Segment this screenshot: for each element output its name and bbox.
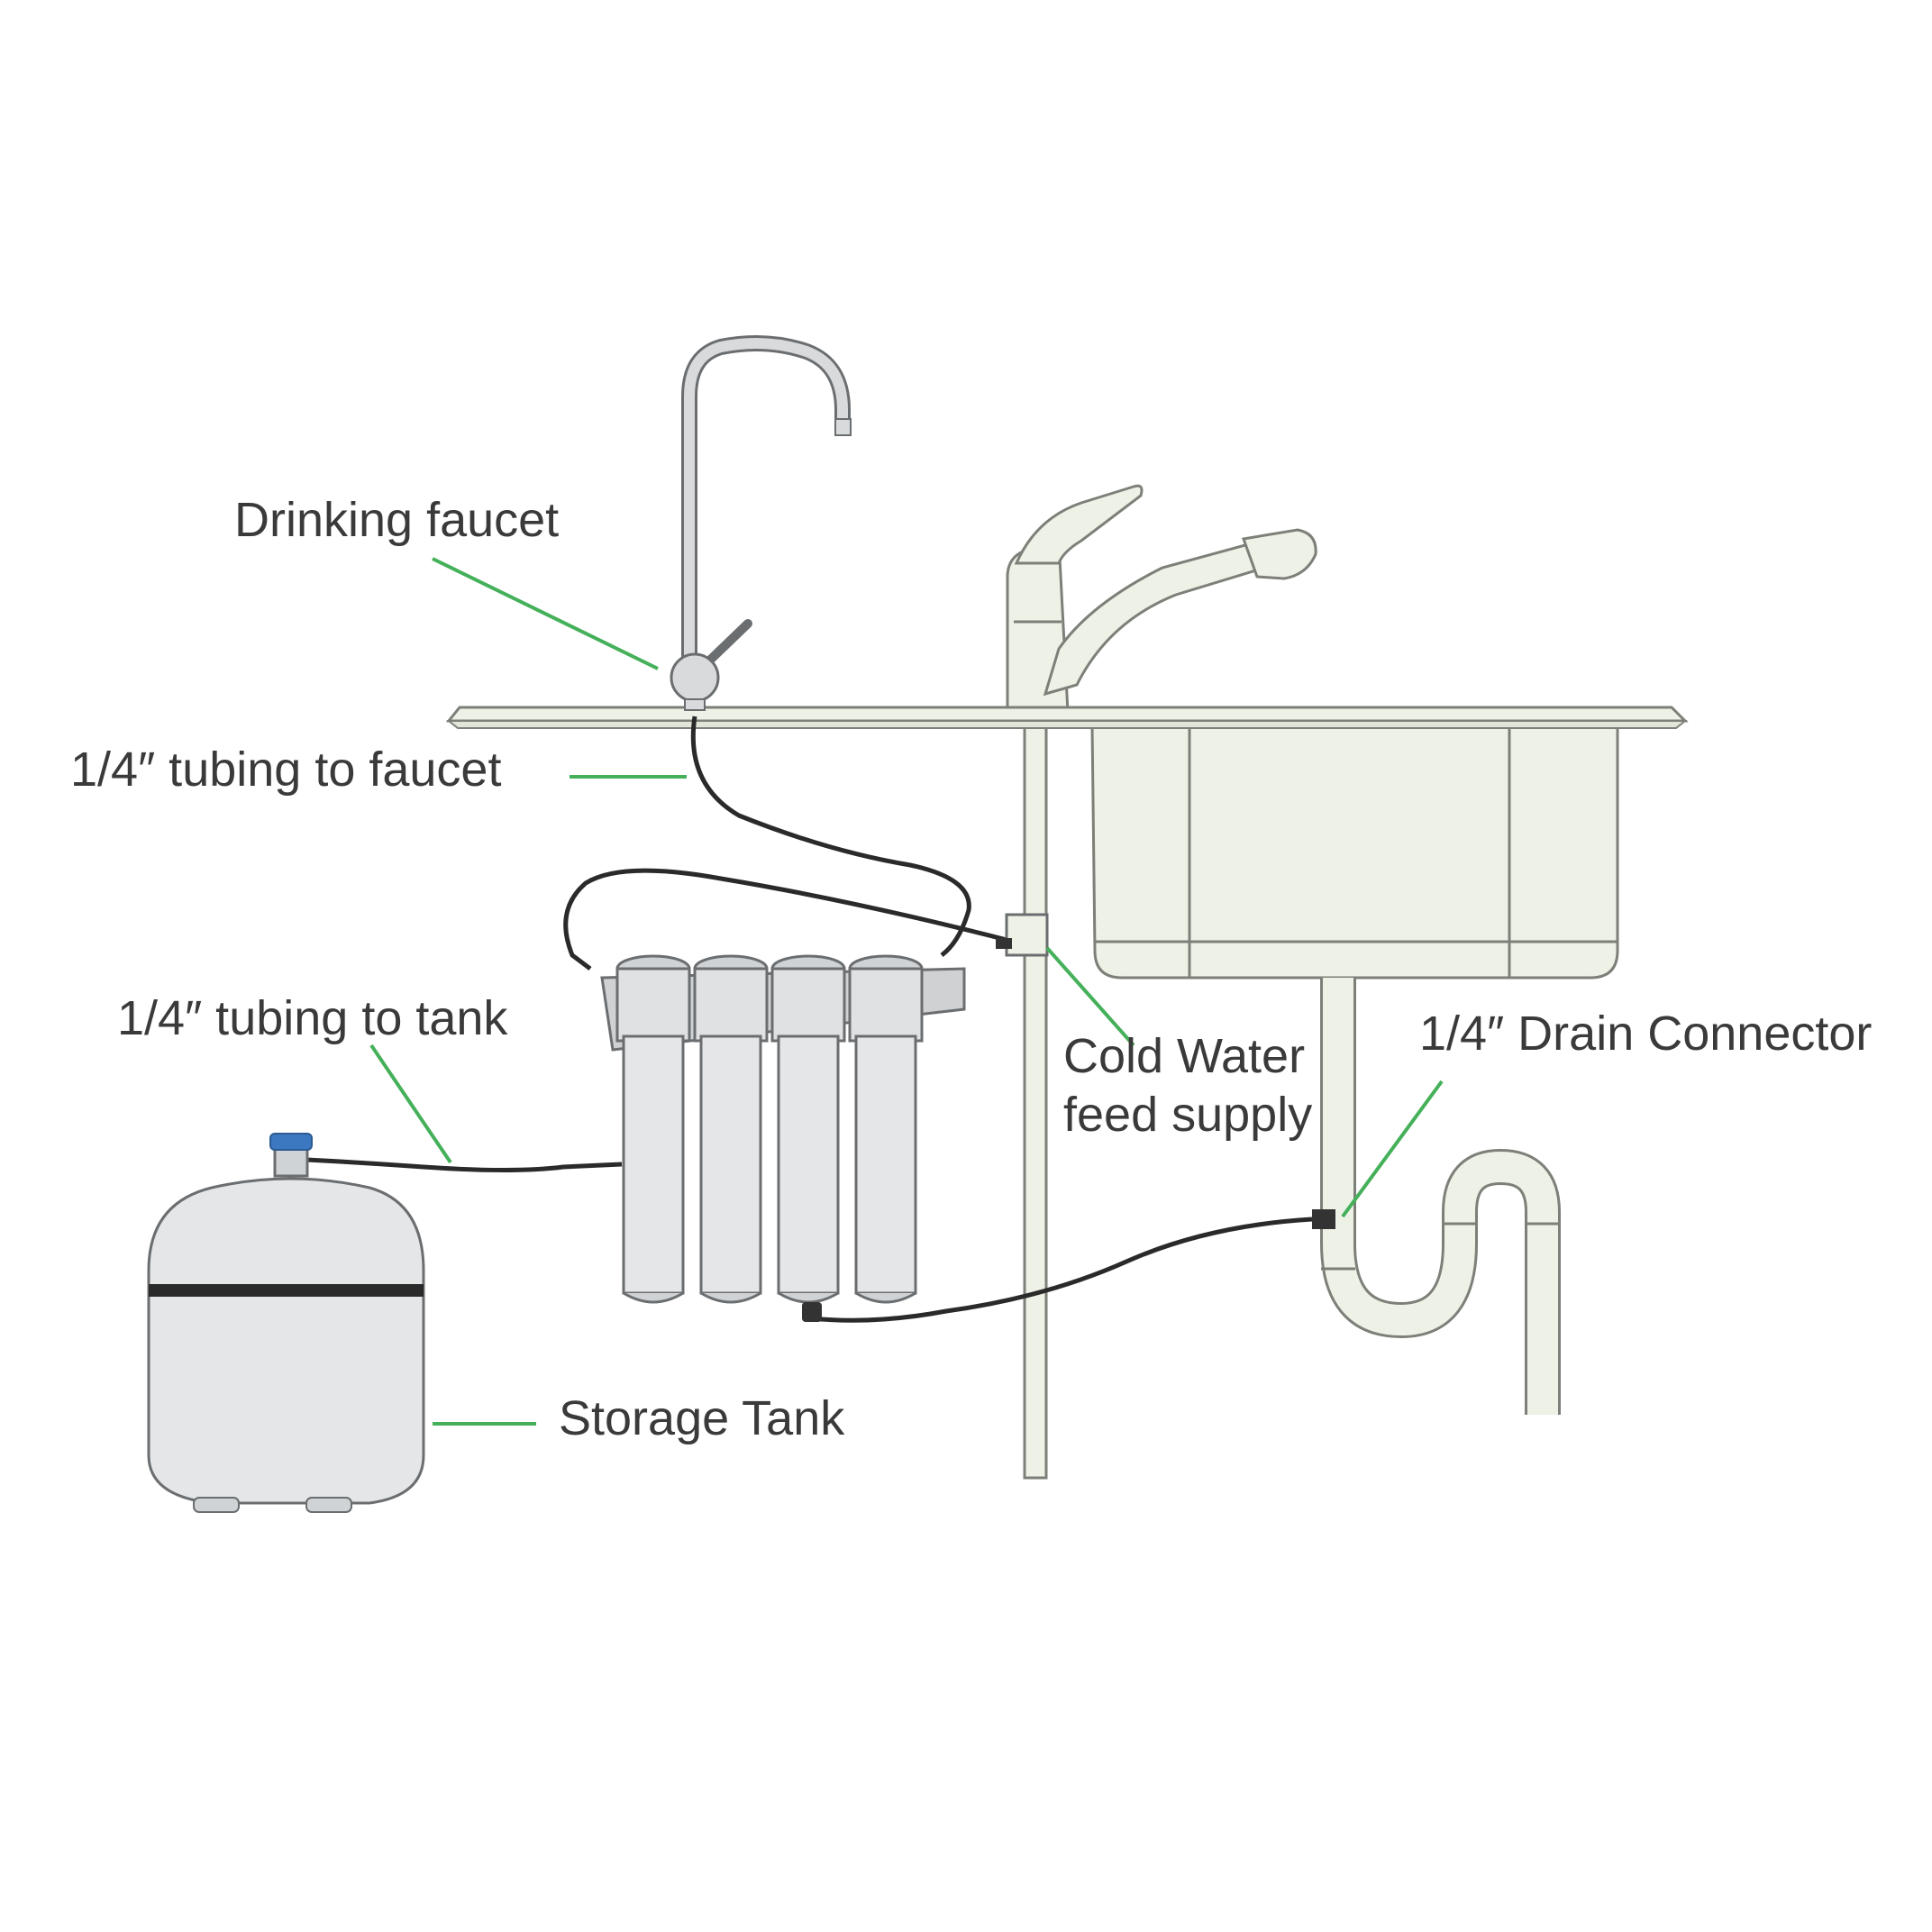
tubing-to-drain: [810, 1217, 1313, 1323]
drain-connector: [1312, 1209, 1335, 1229]
leader-drain-connector: [1341, 1080, 1444, 1218]
filter-housing-1: [615, 954, 691, 1304]
label-drinking-faucet: Drinking faucet: [234, 493, 559, 547]
filter-housing-2: [693, 954, 769, 1304]
label-drain-connector: 1/4″ Drain Connector: [1419, 1007, 1872, 1061]
tubing-lines: [305, 715, 1313, 1323]
leader-cold-water: [1045, 946, 1135, 1047]
storage-tank: [147, 1133, 425, 1513]
label-storage-tank: Storage Tank: [559, 1391, 845, 1445]
cold-water-feed-pipe: [1023, 719, 1048, 1480]
cold-water-valve: [996, 913, 1049, 957]
tubing-to-tank: [305, 1157, 623, 1172]
labels: Drinking faucet 1/4″ tubing to faucet 1/…: [70, 493, 1872, 1445]
filter-housing-3: [770, 954, 846, 1304]
drain-p-trap: [1320, 978, 1561, 1415]
kitchen-faucet: [1006, 484, 1317, 714]
label-cold-water-line1: Cold Water: [1063, 1029, 1305, 1083]
label-tubing-to-faucet: 1/4″ tubing to faucet: [70, 743, 501, 797]
filter-housing-4: [848, 954, 924, 1304]
countertop: [445, 706, 1689, 729]
leader-lines: [369, 557, 1444, 1426]
ro-filter-unit: [600, 954, 966, 1322]
leader-drinking-faucet: [432, 557, 659, 670]
sink-basin: [1090, 724, 1619, 980]
drinking-faucet: [670, 335, 852, 711]
leader-tubing-to-tank: [369, 1043, 452, 1164]
label-tubing-to-tank: 1/4″ tubing to tank: [117, 991, 508, 1045]
tubing-loop-top: [563, 868, 1015, 971]
tubing-to-faucet: [690, 715, 971, 957]
label-cold-water-line2: feed supply: [1063, 1088, 1312, 1142]
